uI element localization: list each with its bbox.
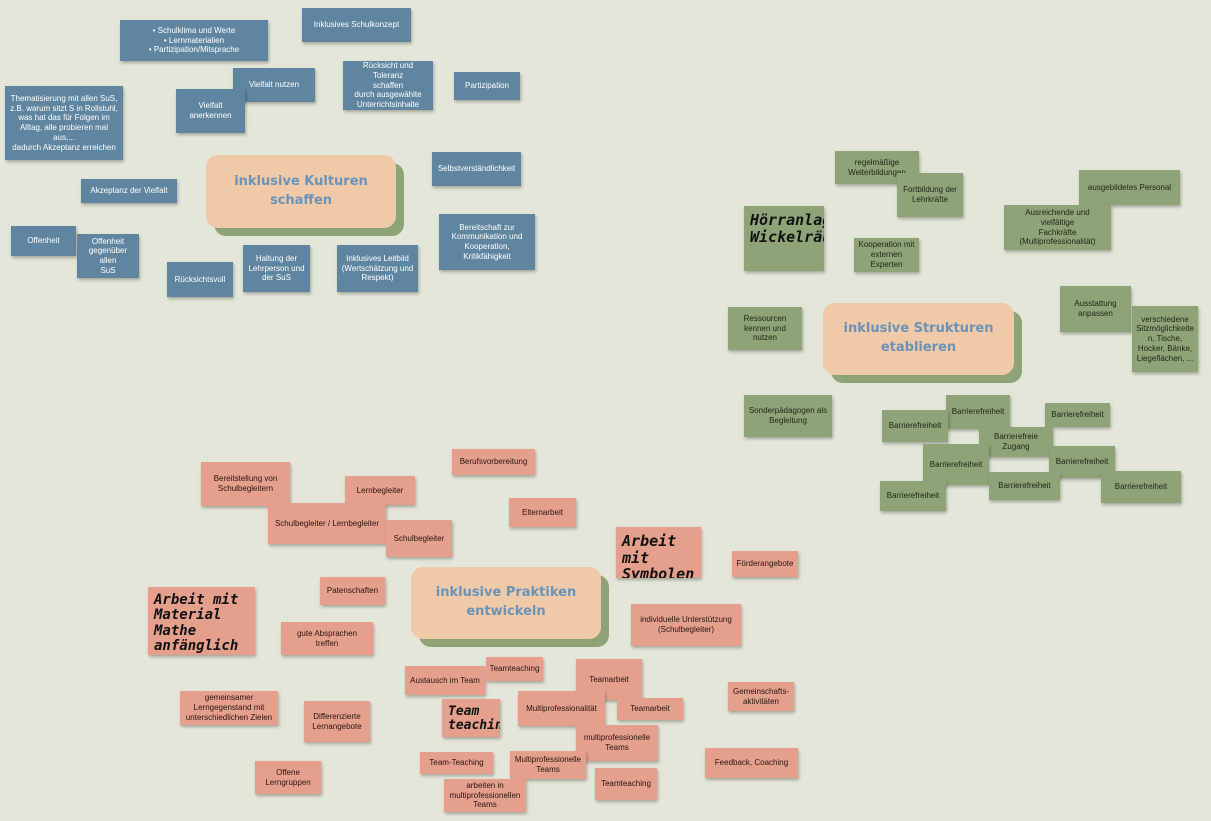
sticky-note[interactable]: individuelle Unterstützung (Schulbegleit… (631, 604, 741, 646)
sticky-note[interactable]: Vielfalt anerkennen (176, 89, 245, 133)
sticky-note[interactable]: regelmäßige Weiterbildungen (835, 151, 919, 184)
sticky-note[interactable]: Elternarbeit (509, 498, 576, 527)
hub-praktiken-title: inklusive Praktiken entwickeln (411, 567, 601, 639)
hub-strukturen[interactable]: inklusive Strukturen etablieren (823, 303, 1022, 383)
sticky-note[interactable]: Team-Teaching (420, 752, 493, 774)
sticky-note[interactable]: gute Absprachen treffen (281, 622, 373, 655)
handwritten-note[interactable]: Team teaching (442, 699, 500, 737)
sticky-note[interactable]: Barrierefreiheit (882, 410, 948, 442)
handwritten-note[interactable]: Hörranlagen Wickelräume (744, 206, 824, 271)
sticky-note[interactable]: Fortbildung der Lehrkräfte (897, 173, 963, 217)
handwritten-note[interactable]: Arbeit mit Material Mathe anfänglich für… (148, 587, 255, 655)
sticky-note[interactable]: Barrierefreiheit (1045, 403, 1110, 427)
sticky-note[interactable]: Lernbegleiter (345, 476, 415, 505)
sticky-note[interactable]: Rücksichtsvoll (167, 262, 233, 297)
hub-strukturen-title: inklusive Strukturen etablieren (823, 303, 1014, 375)
sticky-note[interactable]: Rücksicht und Toleranz schaffen durch au… (343, 61, 433, 110)
sticky-note[interactable]: verschiedene Sitzmöglichkeite n, Tische,… (1132, 306, 1198, 372)
sticky-note[interactable]: Barrierefreiheit (989, 472, 1060, 500)
sticky-note[interactable]: Schulbegleiter / Lernbegleiter (268, 503, 386, 544)
sticky-note[interactable]: Offenheit (11, 226, 76, 256)
sticky-note[interactable]: Feedback, Coaching (705, 748, 798, 778)
sticky-note[interactable]: Ausreichende und vielfältige Fachkräfte … (1004, 205, 1111, 250)
sticky-note[interactable]: Patenschaften (320, 577, 385, 605)
sticky-note[interactable]: multiprofessionelle Teams (576, 725, 658, 761)
sticky-note[interactable]: Barrierefreiheit (880, 481, 946, 511)
sticky-note[interactable]: Barrierefreie Zugang (979, 427, 1053, 457)
sticky-note[interactable]: Ausstattung anpassen (1060, 286, 1131, 332)
sticky-note[interactable]: Offenheit gegenüber allen SuS (77, 234, 139, 278)
sticky-note[interactable]: Barrierefreiheit (923, 444, 989, 485)
sticky-note[interactable]: Sonderpädagogen als Begleitung (744, 395, 832, 437)
sticky-note[interactable]: Partizipation (454, 72, 520, 100)
sticky-note[interactable]: Austausch im Team (405, 666, 485, 695)
sticky-note[interactable]: Thematisierung mit allen SuS, z.B. warum… (5, 86, 123, 160)
sticky-note[interactable]: Vielfalt nutzen (233, 68, 315, 102)
sticky-note[interactable]: Gemeinschafts- aktivitäten (728, 682, 794, 711)
sticky-note[interactable]: Bereitstellung von Schulbegleitern (201, 462, 290, 506)
sticky-note[interactable]: Inklusives Schulkonzept (302, 8, 411, 42)
sticky-note[interactable]: Selbstverständlichkeit (432, 152, 521, 186)
sticky-note[interactable]: Schulbegleiter (386, 520, 452, 557)
sticky-note[interactable]: Teamarbeit (617, 698, 683, 720)
sticky-note[interactable]: Ressourcen kennen und nutzen (728, 307, 802, 350)
sticky-note[interactable]: arbeiten in multiprofessionellen Teams (444, 779, 526, 812)
sticky-note[interactable]: Berufsvorbereitung (452, 449, 535, 475)
handwritten-note[interactable]: Arbeit mit Symbolen (616, 527, 701, 578)
sticky-note[interactable]: Förderangebote (732, 551, 798, 577)
sticky-note[interactable]: Akzeptanz der Vielfalt (81, 179, 177, 203)
sticky-note[interactable]: Barrierefreiheit (946, 395, 1010, 429)
sticky-note[interactable]: Multiprofessionalität (518, 691, 605, 726)
sticky-note[interactable]: Inklusives Leitbild (Wertschätzung und R… (337, 245, 418, 292)
sticky-note[interactable]: Teamteaching (595, 768, 657, 800)
sticky-note[interactable]: Barrierefreiheit (1101, 471, 1181, 503)
hub-praktiken[interactable]: inklusive Praktiken entwickeln (411, 567, 609, 647)
sticky-note[interactable]: Differenzierte Lernangebote (304, 701, 370, 742)
sticky-note[interactable]: Haltung der Lehrperson und der SuS (243, 245, 310, 292)
hub-kulturen[interactable]: inklusive Kulturen schaffen (206, 155, 404, 236)
sticky-note[interactable]: • Schulklima und Werte • Lernmaterialien… (120, 20, 268, 61)
sticky-note[interactable]: Bereitschaft zur Kommunikation und Koope… (439, 214, 535, 270)
hub-kulturen-title: inklusive Kulturen schaffen (206, 155, 396, 228)
sticky-note[interactable]: ausgebildetes Personal (1079, 170, 1180, 205)
sticky-note[interactable]: Kooperation mit externen Experten (854, 238, 919, 272)
sticky-note[interactable]: gemeinsamer Lerngegenstand mit unterschi… (180, 691, 278, 725)
sticky-note[interactable]: Multiprofessionelle Teams (510, 751, 586, 779)
sticky-note[interactable]: Offene Lerngruppen (255, 761, 321, 794)
sticky-note[interactable]: Teamteaching (486, 657, 543, 681)
